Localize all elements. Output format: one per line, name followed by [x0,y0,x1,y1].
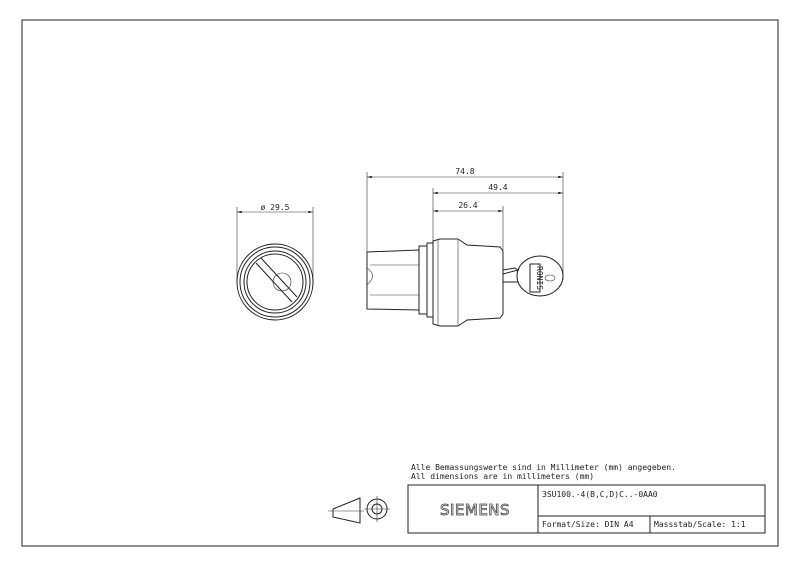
key-marking: RONIS [535,266,544,290]
drawing-frame [21,19,779,547]
head-length-label: 26.4 [458,201,477,210]
side-view: 74.8 49.4 26.4 RONIS [366,167,564,327]
title-block: SIEMENS 3SU100.-4(B,C,D)C..-0AA0 Format/… [407,484,766,534]
note-german: Alle Bemassungswerte sind in Millimeter … [411,463,676,472]
front-view: ø 29.5 [236,203,314,321]
diameter-label: ø 29.5 [261,203,290,212]
projection-symbol-icon [328,496,390,524]
format-size: Format/Size: DIN A4 [542,520,634,529]
part-number: 3SU100.-4(B,C,D)C..-0AA0 [542,490,658,499]
scale: Massstab/Scale: 1:1 [654,520,746,529]
head-to-key-length-label: 49.4 [488,183,507,192]
note-english: All dimensions are in millimeters (mm) [411,472,594,481]
siemens-logo: SIEMENS [440,501,510,519]
overall-length-label: 74.8 [455,167,474,176]
